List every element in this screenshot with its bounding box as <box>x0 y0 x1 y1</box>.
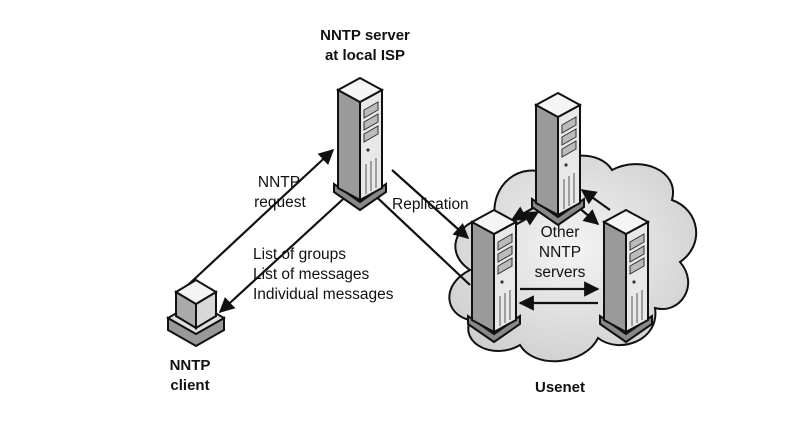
response-label-line3: Individual messages <box>253 286 394 303</box>
client-label-line1: NNTP <box>170 357 211 374</box>
request-label-line2: request <box>254 194 306 211</box>
usenet-server-left-icon <box>467 209 521 343</box>
response-arrow <box>218 189 354 314</box>
client-computer-icon <box>165 278 227 348</box>
request-arrow <box>187 148 335 286</box>
other-servers-label-line2: NNTP <box>539 244 581 261</box>
usenet-server-right-icon <box>599 209 653 343</box>
local-server-label-line1: NNTP server <box>320 27 410 44</box>
replication-arrow-out <box>391 169 470 240</box>
usenet-label: Usenet <box>535 379 585 396</box>
local-server-label-line2: at local ISP <box>325 47 405 64</box>
replication-arrow-in <box>365 186 471 286</box>
response-label-line2: List of messages <box>253 266 370 283</box>
other-servers-label-line1: Other <box>541 224 580 241</box>
response-label-line1: List of groups <box>253 246 346 263</box>
local-isp-server-icon <box>333 77 387 211</box>
replication-label: Replication <box>392 196 469 213</box>
client-label-line2: client <box>170 377 209 394</box>
mesh-arrow-4 <box>580 189 611 211</box>
request-label-line1: NNTP <box>258 174 300 191</box>
other-servers-label-line3: servers <box>535 264 586 281</box>
usenet-server-top-icon <box>531 92 585 226</box>
